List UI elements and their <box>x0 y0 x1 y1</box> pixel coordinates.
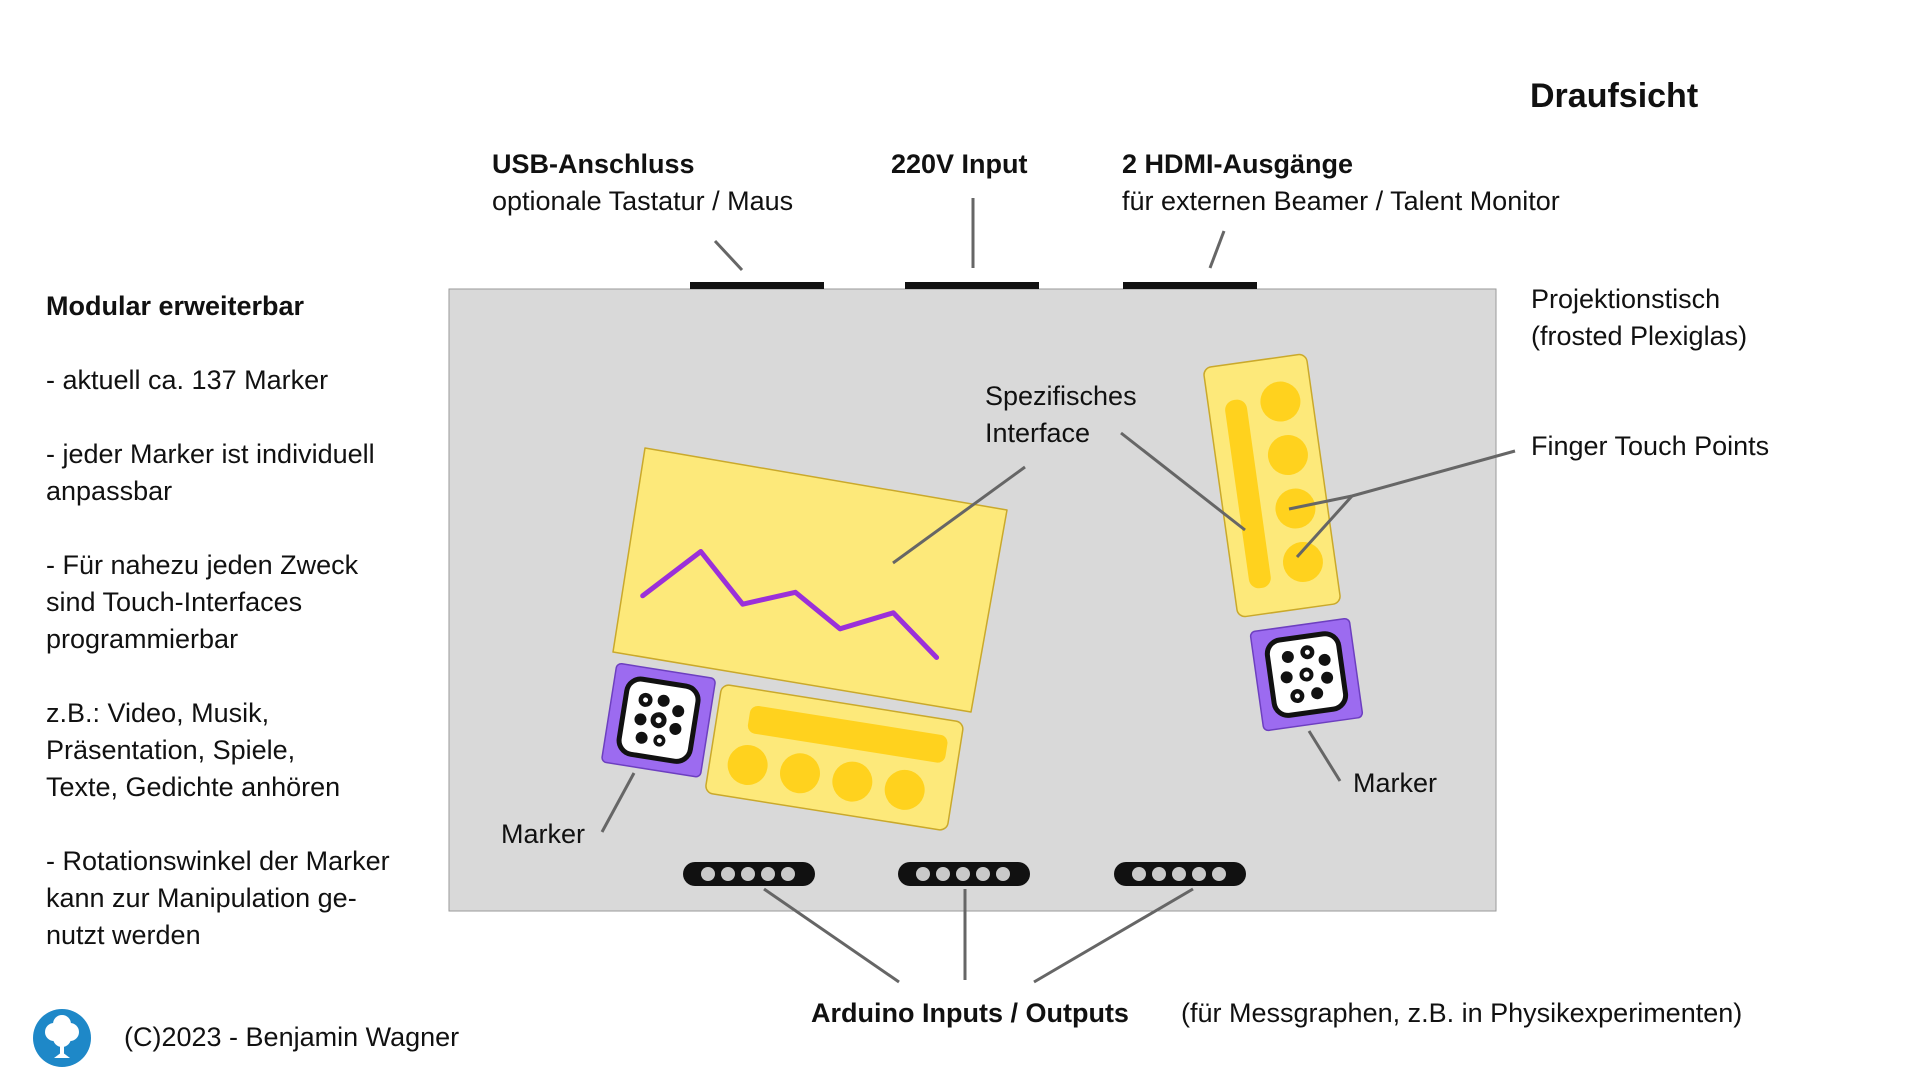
feature-item: - jeder Marker ist individuell anpassbar <box>46 439 375 506</box>
graph-line <box>640 549 940 660</box>
usb-leader-line <box>713 239 744 272</box>
slider-bar <box>747 705 948 763</box>
feature-item: - aktuell ca. 137 Marker <box>46 365 329 395</box>
tree-icon <box>33 1009 91 1067</box>
button-interface-panel <box>705 684 964 831</box>
feature-list-heading: Modular erweiterbar <box>46 291 305 321</box>
marker-left-leader-line <box>600 772 636 833</box>
vertical-slider-bar <box>1225 399 1271 589</box>
strip-leader-line <box>1120 431 1246 532</box>
arduino-leader-line-3 <box>1033 887 1194 984</box>
hdmi-leader-line <box>1208 230 1226 269</box>
marker-left <box>601 662 716 778</box>
touch-point <box>1282 541 1323 582</box>
arduino-port-3 <box>1114 862 1246 886</box>
arduino-note: (für Messgraphen, z.B. in Physikexperime… <box>1181 998 1743 1028</box>
arduino-label: Arduino Inputs / Outputs <box>811 998 1129 1028</box>
hdmi-description: für externen Beamer / Talent Monitor <box>1122 186 1560 216</box>
feature-list: Modular erweiterbar - aktuell ca. 137 Ma… <box>46 288 436 991</box>
specific-interface-label: Spezifisches Interface <box>985 381 1137 448</box>
touch-point <box>1267 435 1308 476</box>
power-connector <box>905 282 1039 289</box>
arduino-port-1 <box>683 862 815 886</box>
touch-strip-interface <box>1203 353 1341 618</box>
interface-leader-line <box>892 465 1026 565</box>
touch-point <box>884 769 925 810</box>
usb-connector <box>690 282 824 289</box>
touch-point <box>1260 381 1301 422</box>
feature-item: z.B.: Video, Musik, Präsentation, Spiele… <box>46 698 341 802</box>
finger-touch-points-label: Finger Touch Points <box>1531 431 1770 461</box>
table-sublabel: (frosted Plexiglas) <box>1531 321 1748 351</box>
marker-pattern-icon <box>1280 645 1334 704</box>
marker-right <box>1249 617 1364 732</box>
usb-description: optionale Tastatur / Maus <box>492 186 794 216</box>
touch-point <box>727 745 768 786</box>
feature-item: - Für nahezu jeden Zweck sind Touch-Inte… <box>46 550 359 654</box>
arduino-leader-line-1 <box>763 887 900 984</box>
feature-item: - Rotationswinkel der Marker kann zur Ma… <box>46 846 390 950</box>
copyright: (C)2023 - Benjamin Wagner <box>124 1022 460 1052</box>
marker-left-label: Marker <box>501 819 586 849</box>
touch-point <box>832 761 873 802</box>
touch-points-leader-line-2 <box>1295 494 1354 559</box>
hdmi-label: 2 HDMI-Ausgänge <box>1122 149 1354 179</box>
power-label: 220V Input <box>891 149 1028 179</box>
touch-point <box>779 753 820 794</box>
page-title: Draufsicht <box>1530 77 1699 115</box>
usb-label: USB-Anschluss <box>492 149 695 179</box>
table-label: Projektionstisch <box>1531 284 1721 314</box>
arduino-port-2 <box>898 862 1030 886</box>
marker-right-label: Marker <box>1353 768 1438 798</box>
marker-right-leader-line <box>1307 730 1342 782</box>
hdmi-connector <box>1123 282 1257 289</box>
graph-interface-panel <box>612 447 1008 713</box>
